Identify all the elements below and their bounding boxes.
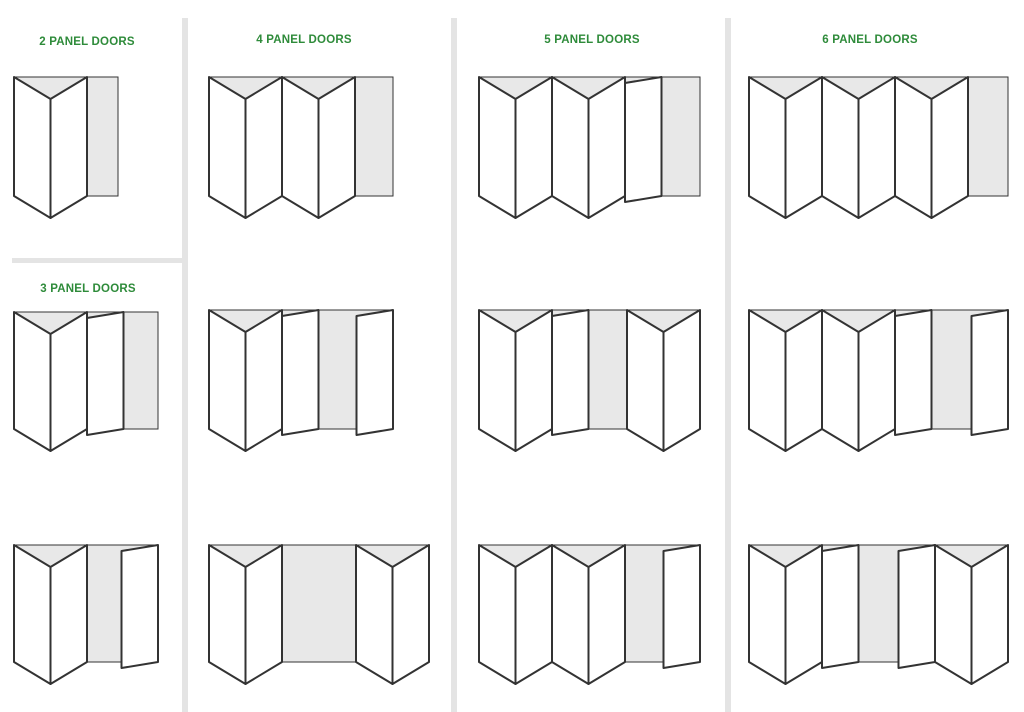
door-panel [857, 76, 896, 219]
door-panel [514, 544, 553, 685]
door-panel [391, 544, 430, 685]
door-panel [587, 544, 626, 685]
door-panel [13, 311, 52, 452]
door-panel [784, 309, 823, 452]
door-panel [49, 76, 88, 219]
door-panel [748, 544, 787, 685]
door-panel [355, 309, 394, 436]
door-panel [355, 544, 394, 685]
section-title-5-panel: 5 PANEL DOORS [544, 34, 640, 46]
door-panel [748, 309, 787, 452]
door-panel [13, 544, 52, 685]
door-panel [784, 544, 823, 685]
door-diagram-2-panel-left [13, 76, 119, 219]
section-title-2-panel: 2 PANEL DOORS [39, 36, 135, 48]
door-panel [626, 309, 665, 452]
section-title-6-panel: 6 PANEL DOORS [822, 34, 918, 46]
divider-horizontal-1 [12, 258, 182, 263]
door-panel [551, 544, 590, 685]
door-panel [208, 544, 247, 685]
section-title-3-panel: 3 PANEL DOORS [40, 283, 136, 295]
door-diagram-3-panel-split [13, 544, 159, 685]
divider-vertical-1 [182, 18, 188, 712]
door-panel [13, 76, 52, 219]
door-panel [49, 544, 88, 685]
door-panel [551, 309, 590, 436]
door-panel [624, 76, 663, 203]
door-panel [244, 76, 283, 219]
door-panel [281, 309, 320, 436]
door-diagram-5-panel-left [478, 76, 701, 219]
door-panel [478, 309, 517, 452]
door-panel [478, 76, 517, 219]
divider-vertical-2 [451, 18, 457, 712]
door-panel [894, 309, 933, 436]
door-panel [784, 76, 823, 219]
door-panel [587, 76, 626, 219]
door-diagram-6-panel-left [748, 76, 1009, 219]
door-panel [244, 309, 283, 452]
door-panel [208, 76, 247, 219]
door-panel [970, 544, 1009, 685]
door-panel [970, 309, 1009, 436]
door-panel [86, 311, 125, 436]
divider-vertical-3 [725, 18, 731, 712]
door-panel [897, 544, 936, 669]
door-diagram-4-panel-left [208, 76, 394, 219]
door-panel [930, 76, 969, 219]
door-panel [894, 76, 933, 219]
door-panel [244, 544, 283, 685]
door-panel [821, 309, 860, 452]
door-panel [821, 544, 860, 669]
door-panel [317, 76, 356, 219]
door-diagram-6-panel-3-3 [748, 544, 1009, 685]
door-panel [662, 544, 701, 669]
door-panel [662, 309, 701, 452]
door-diagram-5-panel-4-1 [478, 544, 701, 685]
door-panel [934, 544, 973, 685]
door-panel [821, 76, 860, 219]
door-panel [49, 311, 88, 452]
section-title-4-panel: 4 PANEL DOORS [256, 34, 352, 46]
door-diagram-5-panel-3-2 [478, 309, 701, 452]
door-panel [551, 76, 590, 219]
door-panel [514, 309, 553, 452]
door-diagram-6-panel-5-1 [748, 309, 1009, 452]
door-panel [208, 309, 247, 452]
door-panel [478, 544, 517, 685]
door-diagram-4-panel-3-1 [208, 309, 394, 452]
door-diagram-4-panel-2-2 [208, 544, 430, 685]
door-panel [281, 76, 320, 219]
door-panel [748, 76, 787, 219]
door-panel [120, 544, 159, 669]
door-diagram-3-panel-left [13, 311, 159, 452]
door-panel [857, 309, 896, 452]
door-panel [514, 76, 553, 219]
